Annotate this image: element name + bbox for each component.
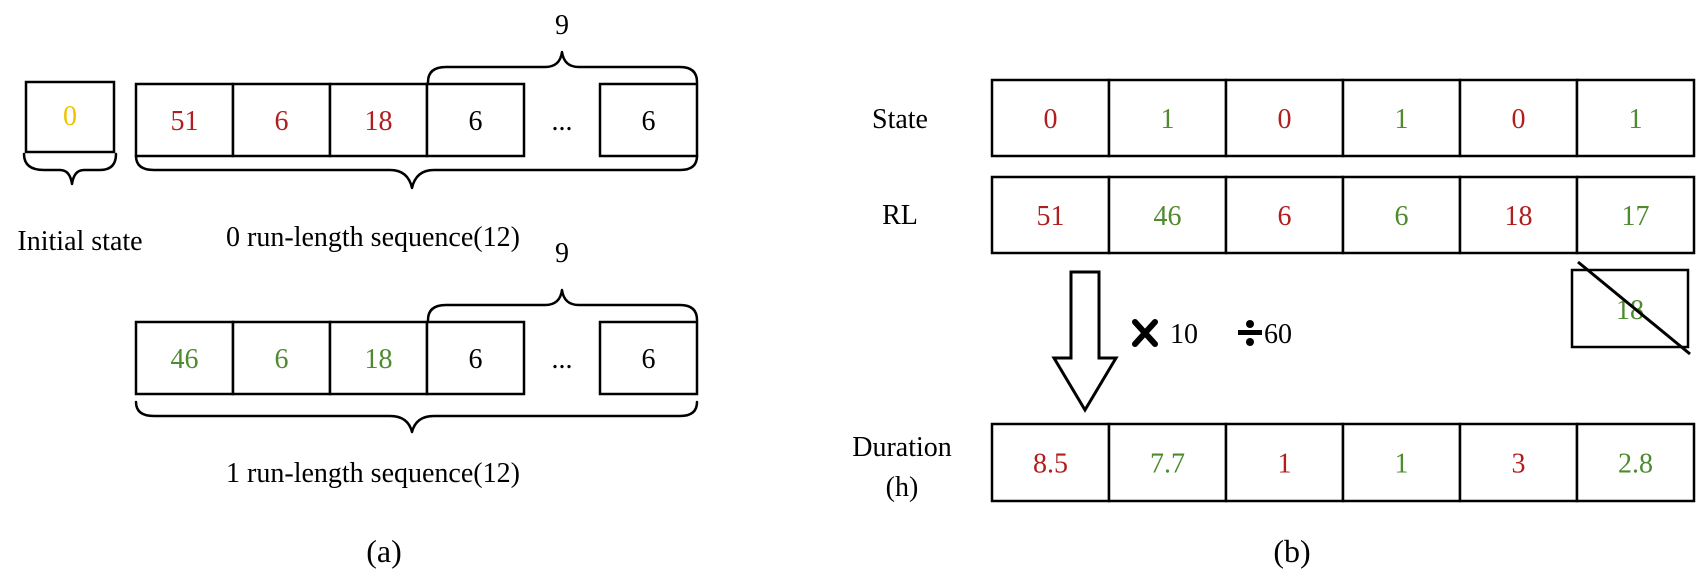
down-arrow-icon	[1051, 270, 1119, 413]
zero-sequence-cell	[425, 82, 526, 158]
duration-row-unit: (h)	[886, 472, 919, 503]
duration-value: 2.8	[1618, 449, 1653, 480]
state-value: 1	[1161, 104, 1175, 135]
one-sequence-label: 1 run-length sequence(12)	[226, 458, 520, 489]
duration-value: 7.7	[1150, 449, 1185, 480]
zero-sequence-top-brace	[426, 50, 699, 84]
state-row: 0 1 0 1 0 1	[990, 78, 1696, 158]
rl-cell	[1458, 175, 1579, 255]
state-cell	[1458, 78, 1579, 158]
one-sequence-value: 46	[171, 344, 199, 375]
zero-sequence-cell	[134, 82, 235, 158]
rl-cell	[990, 175, 1111, 255]
rl-value: 46	[1154, 201, 1182, 232]
zero-sequence-value: 51	[171, 106, 199, 137]
rl-value: 18	[1505, 201, 1533, 232]
rl-row: 51 46 6 6 18 17	[990, 175, 1696, 255]
one-sequence-cell	[134, 320, 235, 396]
one-sequence-cell	[231, 320, 332, 396]
state-cell	[1107, 78, 1228, 158]
panel-a-caption: (a)	[366, 533, 402, 569]
zero-sequence-value: 6	[642, 106, 656, 137]
one-sequence-value: ...	[552, 344, 573, 375]
one-sequence-value: 6	[275, 344, 289, 375]
rl-value: 6	[1278, 201, 1292, 232]
zero-sequence-cell	[598, 82, 699, 158]
divide-value: 60	[1264, 319, 1292, 350]
duration-row: 8.5 7.7 1 1 3 2.8	[990, 422, 1696, 503]
one-sequence-brace-count: 9	[555, 238, 569, 269]
rl-value: 6	[1395, 201, 1409, 232]
rl-value: 51	[1037, 201, 1065, 232]
one-sequence-cell	[425, 320, 526, 396]
initial-state-cell	[24, 80, 116, 154]
initial-state-brace	[22, 152, 118, 186]
multiply-value: 10	[1170, 319, 1198, 350]
rl-cell	[1107, 175, 1228, 255]
strike-line	[1577, 260, 1691, 356]
one-sequence-top-brace	[426, 288, 699, 322]
duration-cell	[1341, 422, 1462, 503]
duration-cell	[1107, 422, 1228, 503]
state-value: 0	[1512, 104, 1526, 135]
state-cell	[1575, 78, 1696, 158]
duration-value: 3	[1512, 449, 1526, 480]
state-cell	[990, 78, 1111, 158]
state-value: 0	[1044, 104, 1058, 135]
divide-icon	[1238, 320, 1262, 346]
duration-value: 1	[1278, 449, 1292, 480]
state-value: 1	[1629, 104, 1643, 135]
zero-run-length-row: 51 6 18 6... 6	[134, 82, 699, 158]
rl-value: 17	[1622, 201, 1650, 232]
one-sequence-cell	[328, 320, 429, 396]
zero-sequence-value: 6	[469, 106, 483, 137]
zero-sequence-value: 6	[275, 106, 289, 137]
initial-state-value: 0	[63, 101, 77, 132]
one-sequence-cell	[598, 320, 699, 396]
times-icon	[1132, 319, 1158, 347]
state-cell	[1224, 78, 1345, 158]
one-sequence-bottom-brace	[134, 400, 699, 434]
state-value: 0	[1278, 104, 1292, 135]
rl-row-label: RL	[882, 200, 918, 231]
duration-row-label: Duration	[852, 432, 952, 463]
zero-sequence-cell	[231, 82, 332, 158]
one-sequence-value: 6	[642, 344, 656, 375]
zero-sequence-brace-count: 9	[555, 10, 569, 41]
one-sequence-value: 6	[469, 344, 483, 375]
initial-state-label: Initial state	[17, 226, 142, 257]
panel-a: 0 Initial state 51 6 18 6... 6 0 run-length …	[17, 10, 699, 569]
discarded-value-cell	[1570, 268, 1690, 349]
rl-cell	[1341, 175, 1462, 255]
zero-sequence-value: ...	[552, 106, 573, 137]
duration-cell	[1575, 422, 1696, 503]
state-value: 1	[1395, 104, 1409, 135]
rl-cell	[1224, 175, 1345, 255]
zero-sequence-label: 0 run-length sequence(12)	[226, 222, 520, 253]
duration-cell	[1224, 422, 1345, 503]
duration-cell	[1458, 422, 1579, 503]
one-run-length-row: 46 6 18 6... 6	[134, 320, 699, 396]
state-row-label: State	[872, 104, 928, 135]
duration-value: 8.5	[1033, 449, 1068, 480]
one-sequence-value: 18	[365, 344, 393, 375]
discarded-value: 18	[1616, 295, 1644, 326]
zero-sequence-value: 18	[365, 106, 393, 137]
zero-sequence-bottom-brace	[134, 154, 699, 190]
panel-b-caption: (b)	[1273, 533, 1310, 569]
rl-cell	[1575, 175, 1696, 255]
duration-value: 1	[1395, 449, 1409, 480]
